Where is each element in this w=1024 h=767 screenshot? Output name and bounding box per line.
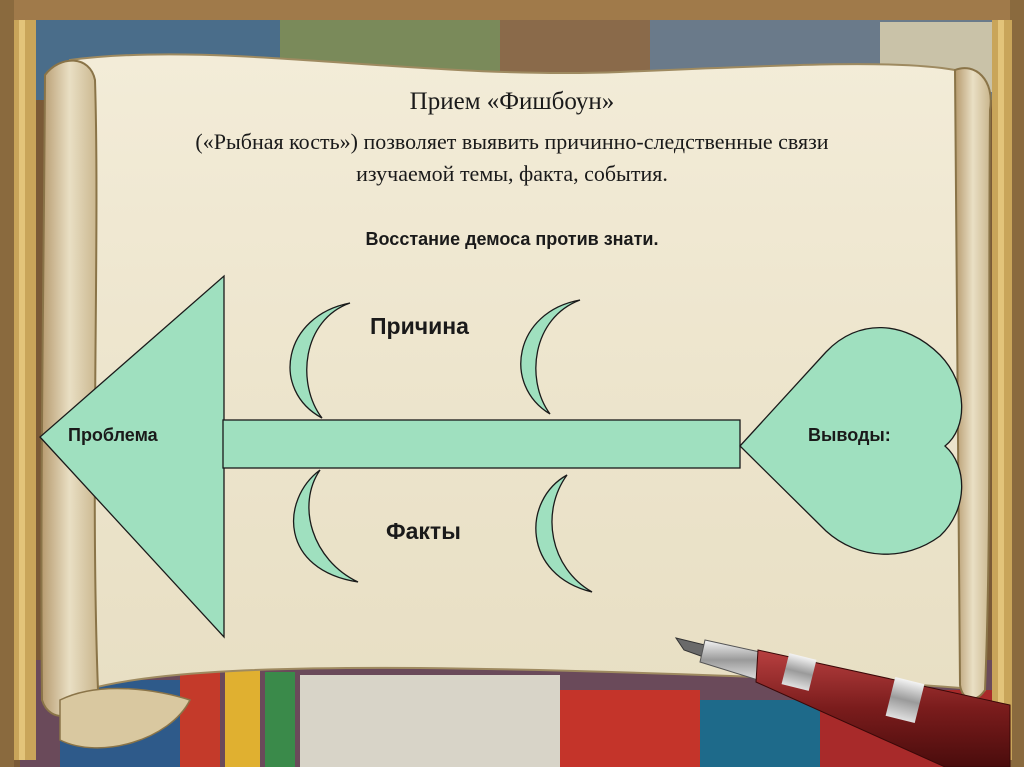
rib-bottom-left [292, 469, 359, 583]
fishbone-diagram [39, 274, 963, 639]
slide-subtitle: («Рыбная кость») позволяет выявить причи… [0, 126, 1024, 190]
label-facts: Факты [386, 518, 461, 544]
rib-top-right [520, 299, 581, 415]
subtitle-line-1: («Рыбная кость») позволяет выявить причи… [195, 129, 829, 154]
label-conclusions: Выводы: [808, 425, 891, 445]
label-problem: Проблема [68, 425, 158, 445]
label-cause: Причина [370, 313, 469, 339]
subtitle-line-2: изучаемой темы, факта, события. [356, 161, 668, 186]
fish-spine [222, 419, 741, 469]
slide-title: Прием «Фишбоун» [409, 88, 615, 115]
rib-top-left [289, 302, 351, 419]
pen-illustration [674, 637, 1011, 767]
diagram-topic: Восстание демоса против знати. [365, 229, 659, 249]
rib-bottom-right [535, 474, 593, 593]
fish-tail [739, 326, 963, 555]
